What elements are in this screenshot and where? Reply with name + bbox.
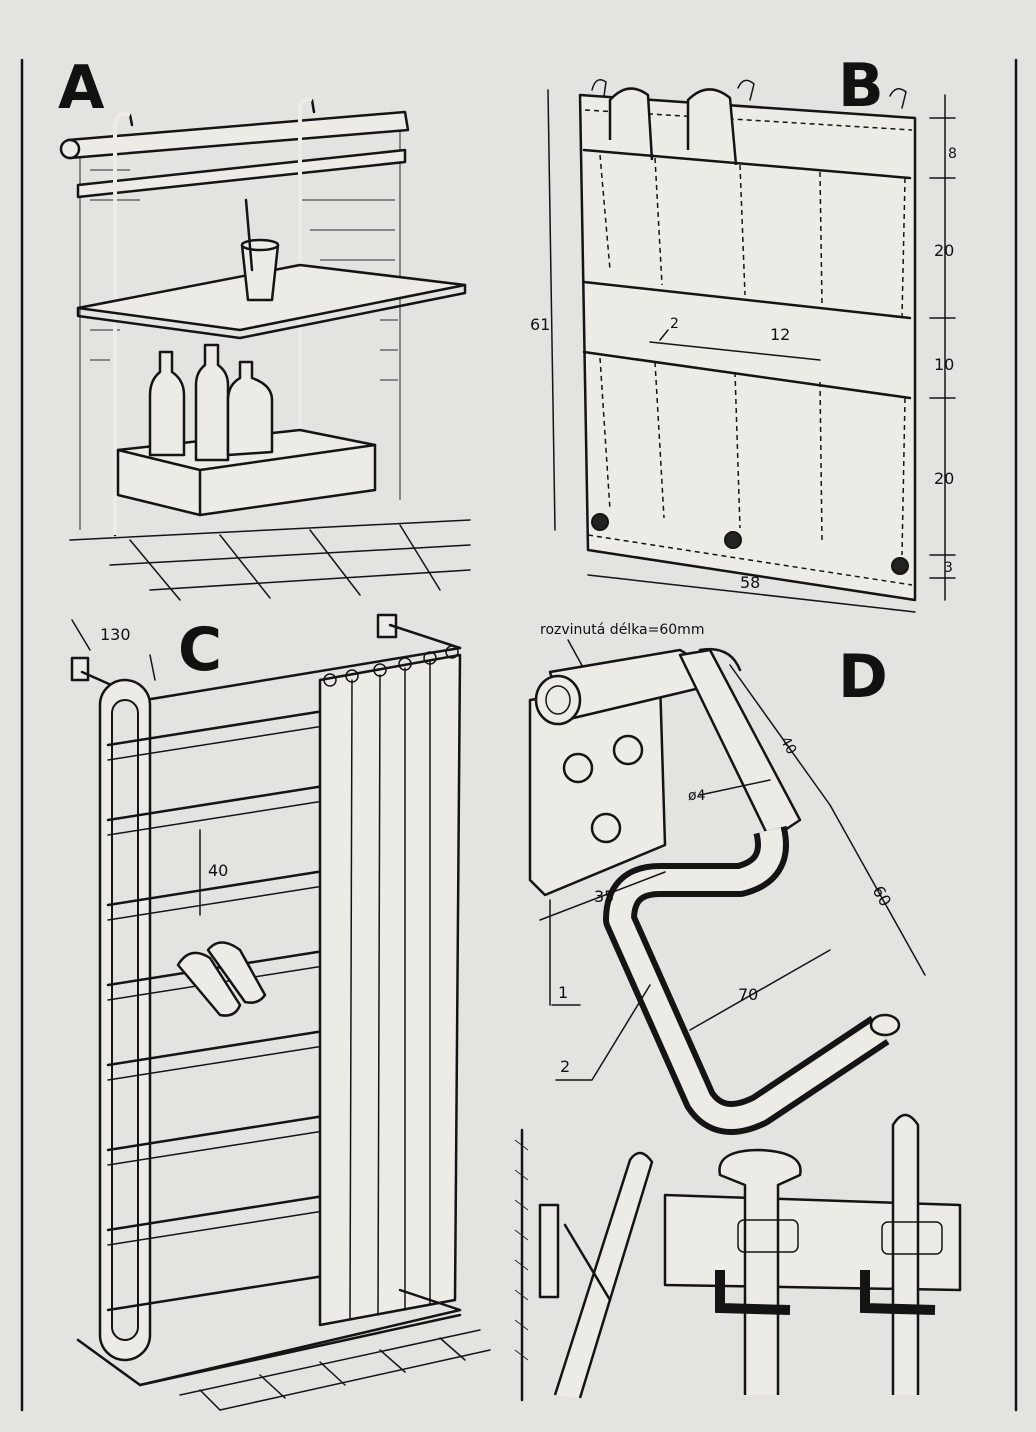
dim-offset: 130 <box>100 625 131 644</box>
dim-height-line <box>547 89 556 531</box>
detail-wall-mount <box>514 1128 654 1402</box>
bottle-icon <box>194 343 230 462</box>
dim-len40: 40 <box>777 734 800 757</box>
rod <box>891 1113 920 1395</box>
clip-icon <box>715 1270 791 1315</box>
dim-top: 8 <box>948 146 957 162</box>
pocket-row-1-top <box>582 148 912 180</box>
slipper-icon <box>608 87 654 161</box>
screw-icon <box>590 812 622 844</box>
bottle-icon <box>148 350 186 457</box>
pole <box>553 1151 654 1399</box>
panel-d-label: D <box>838 642 888 712</box>
dim-len35: 35 <box>594 887 614 906</box>
panel-a-label: A <box>58 53 105 123</box>
dim-pocket: 12 <box>770 325 790 344</box>
hanger-loop <box>591 79 607 97</box>
part-1-label: 1 <box>558 983 568 1002</box>
grommet-icon <box>891 557 909 575</box>
curtain-rings <box>323 645 459 687</box>
dim-row2: 20 <box>934 469 954 488</box>
clip-icon <box>860 1270 936 1315</box>
rail-section <box>663 1193 962 1292</box>
dim-row1: 20 <box>934 241 954 260</box>
shower-curtain <box>318 653 462 1327</box>
dim-rung-spacing: 40 <box>208 861 228 880</box>
grommet-icon <box>724 531 742 549</box>
panel-d: D rozvinutá délka=60mm 40 ø4 60 70 35 1 … <box>514 622 962 1402</box>
grommet-icon <box>591 513 609 531</box>
panel-a: A <box>58 53 471 601</box>
dim-bottom: 3 <box>944 560 953 576</box>
screw-icon <box>612 734 644 766</box>
dim-len60: 60 <box>869 883 896 910</box>
railing-rail <box>76 148 407 199</box>
bottle-icon <box>226 360 274 457</box>
unrolled-length-note: rozvinutá délka=60mm <box>540 622 704 638</box>
bath-floor <box>76 1288 462 1387</box>
dim-seam: 2 <box>670 316 679 332</box>
pocket-row-2-top <box>582 350 912 400</box>
panel-c-label: C <box>178 615 222 685</box>
dim-gap: 10 <box>934 355 954 374</box>
dim-diam: ø4 <box>688 788 706 804</box>
slipper-icon <box>206 941 267 1004</box>
panel-a-floor-tiles <box>69 519 471 601</box>
part-2-label: 2 <box>560 1057 570 1076</box>
detail-rail-clips <box>663 1113 962 1395</box>
pocket-organizer <box>578 93 917 602</box>
hanger-loop <box>889 88 907 109</box>
railing-bar-end <box>59 138 81 160</box>
straw <box>244 198 254 272</box>
slipper-icon <box>686 88 738 166</box>
panel-c: C 130 40 <box>70 613 491 1411</box>
panel-b: B 61 8 20 10 20 3 58 2 12 <box>530 51 957 613</box>
slipper-icon <box>176 951 242 1017</box>
screw-icon <box>562 752 594 784</box>
hanger-loop <box>737 79 755 101</box>
dim-width-line <box>587 574 916 613</box>
wall-bracket <box>70 656 90 682</box>
hammer-handle <box>718 1148 802 1395</box>
hook-arm <box>678 648 802 842</box>
dim-height-total: 61 <box>530 315 550 334</box>
panel-b-label: B <box>838 51 884 121</box>
dim-width: 58 <box>740 573 760 592</box>
glass-icon <box>240 243 280 302</box>
dim-len70: 70 <box>738 985 758 1004</box>
